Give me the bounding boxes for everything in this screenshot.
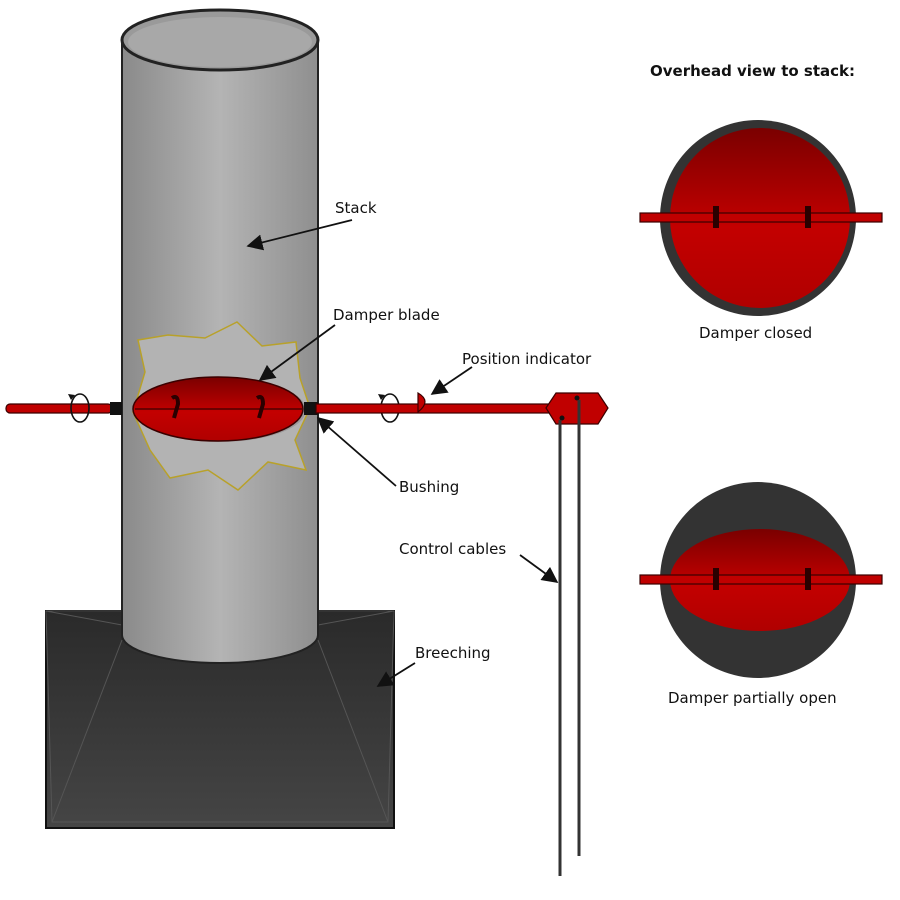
overhead-title: Overhead view to stack:	[650, 62, 855, 80]
damper-blade	[132, 376, 304, 442]
control-cables	[558, 400, 581, 876]
shaft-left	[5, 402, 122, 415]
label-breeching: Breeching	[415, 644, 491, 662]
caption-damper-closed: Damper closed	[699, 324, 813, 342]
label-stack: Stack	[335, 199, 377, 217]
label-position-indicator: Position indicator	[462, 350, 592, 368]
shaft-right	[315, 391, 609, 425]
label-bushing: Bushing	[399, 478, 460, 496]
overhead-damper-partial	[639, 482, 883, 678]
label-damper-blade: Damper blade	[333, 306, 440, 324]
overhead-damper-closed	[639, 120, 883, 316]
label-control-cables: Control cables	[399, 540, 507, 558]
rotation-arrow-left-icon	[68, 393, 90, 423]
bushing	[304, 402, 318, 415]
callout-arrows	[246, 219, 559, 687]
caption-damper-partial: Damper partially open	[668, 689, 837, 707]
